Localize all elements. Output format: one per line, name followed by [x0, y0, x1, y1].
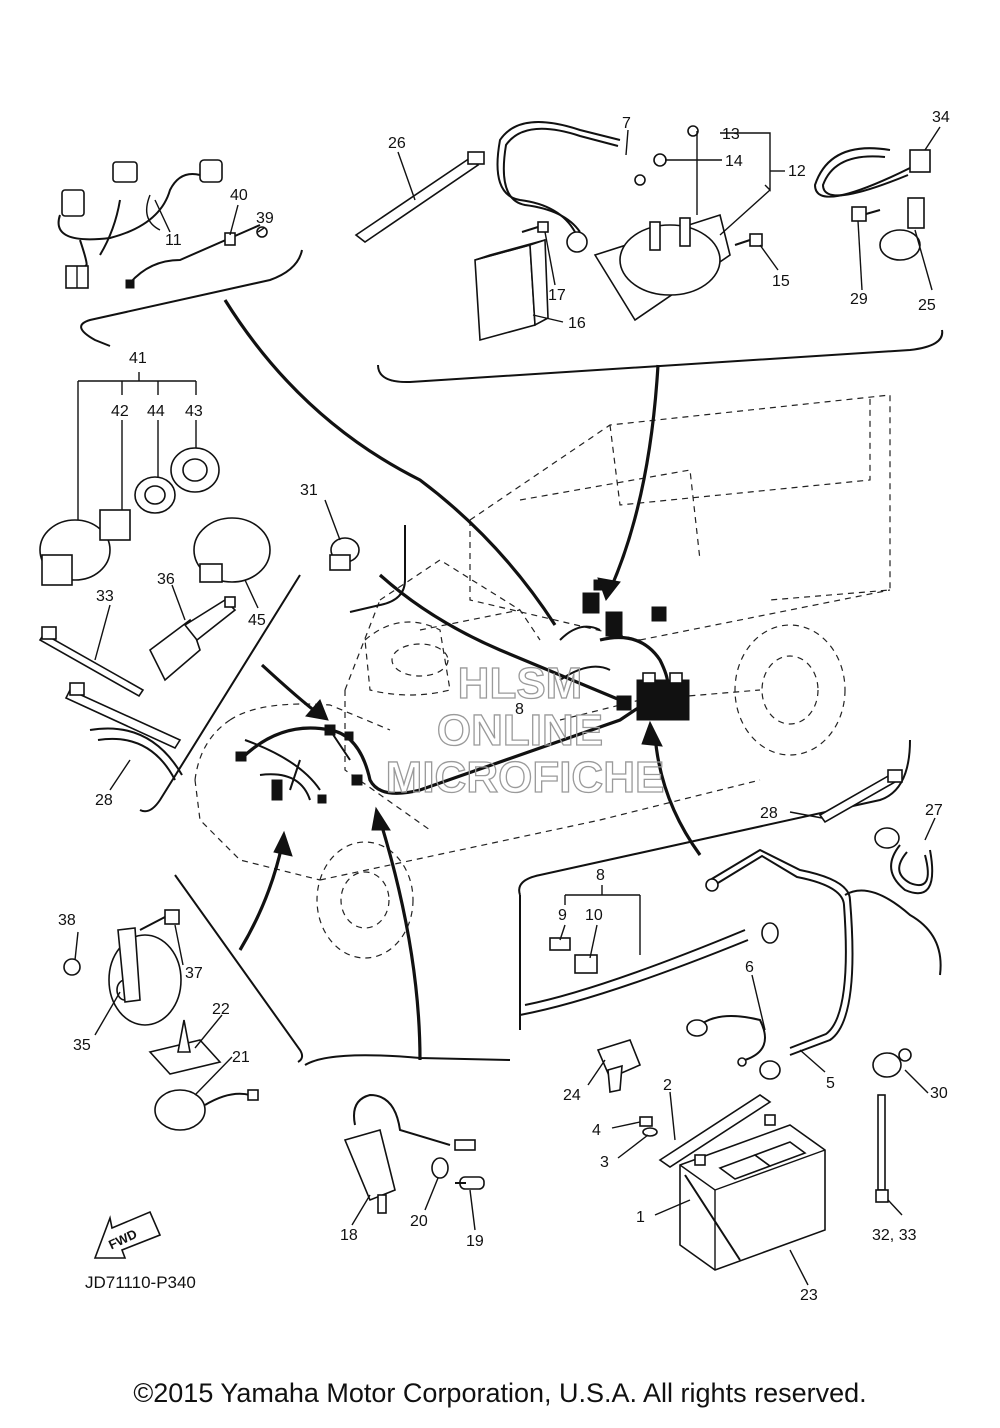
label-37: 37	[185, 965, 203, 982]
label-8-harness: 8	[515, 701, 524, 718]
starter-cable-7	[496, 121, 646, 253]
watermark-line2: ONLINE	[437, 706, 603, 755]
diagram-code: JD71110-P340	[85, 1273, 196, 1292]
switch-assembly-41	[39, 447, 220, 586]
callout-brackets	[80, 249, 944, 1066]
label-31: 31	[300, 482, 318, 499]
watermark-line1: HLSM	[458, 659, 583, 708]
label-32-33: 32, 33	[872, 1227, 917, 1244]
label-23: 23	[800, 1287, 818, 1304]
label-24: 24	[563, 1087, 581, 1104]
label-29: 29	[850, 291, 868, 308]
label-20: 20	[410, 1213, 428, 1230]
clamp-25	[851, 197, 925, 261]
label-34: 34	[932, 109, 950, 126]
cover-45	[193, 517, 271, 583]
label-12: 12	[788, 163, 806, 180]
band-28-right	[818, 769, 903, 824]
label-25: 25	[918, 297, 936, 314]
label-19: 19	[466, 1233, 484, 1250]
sensor-18	[343, 1093, 476, 1214]
label-8-cable: 8	[596, 867, 605, 884]
holder-24	[596, 1039, 642, 1093]
starter-relay-12	[593, 125, 731, 322]
copyright-footer: ©2015 Yamaha Motor Corporation, U.S.A. A…	[133, 1378, 867, 1408]
label-16: 16	[568, 315, 586, 332]
label-38: 38	[58, 912, 76, 929]
clamp-30	[872, 1048, 912, 1078]
label-28-right: 28	[760, 805, 778, 822]
cable-tie-32	[875, 1094, 889, 1203]
label-42: 42	[111, 403, 129, 420]
label-27: 27	[925, 802, 943, 819]
band-27	[874, 827, 934, 895]
label-15: 15	[772, 273, 790, 290]
label-5: 5	[826, 1075, 835, 1092]
label-9: 9	[558, 907, 567, 924]
label-11: 11	[165, 232, 182, 249]
label-18: 18	[340, 1227, 358, 1244]
label-33: 33	[96, 588, 114, 605]
label-36: 36	[157, 571, 175, 588]
label-40: 40	[230, 187, 248, 204]
label-26: 26	[388, 135, 406, 152]
watermark: HLSM ONLINE MICROFICHE	[385, 658, 665, 802]
vehicle-outline	[194, 394, 891, 959]
label-14: 14	[725, 153, 743, 170]
label-3: 3	[600, 1154, 609, 1171]
fwd-arrow-icon: FWD	[93, 1210, 162, 1259]
sensor-22	[148, 1019, 222, 1075]
nut-3-bolt-4	[639, 1116, 658, 1137]
lead-wire-39	[125, 224, 268, 289]
label-35: 35	[73, 1037, 91, 1054]
cable-tie-26	[354, 151, 485, 243]
battery-leads-5-6	[686, 1015, 781, 1080]
cable-tie-33	[38, 626, 145, 698]
label-28-left: 28	[95, 792, 113, 809]
sub-wire-harness-11	[57, 159, 223, 289]
battery-cables-8	[519, 848, 942, 1056]
label-41: 41	[129, 350, 147, 367]
label-2: 2	[663, 1077, 672, 1094]
label-30: 30	[930, 1085, 948, 1102]
label-43: 43	[185, 403, 203, 420]
label-1: 1	[636, 1209, 645, 1226]
label-13: 13	[722, 126, 740, 143]
band-28-left	[64, 682, 183, 781]
label-22: 22	[212, 1001, 230, 1018]
bolt-19-washer-20	[431, 1157, 485, 1190]
clip-31	[329, 537, 360, 571]
wire-harness	[235, 579, 690, 804]
switch-36	[148, 596, 237, 682]
leader-lines	[74, 126, 941, 1286]
label-7: 7	[622, 115, 631, 132]
label-21: 21	[232, 1049, 250, 1066]
label-39: 39	[256, 210, 274, 227]
module-16	[474, 238, 549, 342]
horn-35	[63, 909, 182, 1026]
battery-23	[658, 1094, 826, 1271]
cable-tie-34	[813, 147, 931, 198]
label-4: 4	[592, 1122, 601, 1139]
label-45: 45	[248, 612, 266, 629]
label-6: 6	[745, 959, 754, 976]
label-17: 17	[548, 287, 566, 304]
sensor-21	[154, 1089, 259, 1131]
label-10: 10	[585, 907, 603, 924]
label-44: 44	[147, 403, 165, 420]
bolts-15-17	[521, 221, 763, 247]
watermark-line3: MICROFICHE	[386, 753, 665, 802]
part-number-labels: 11 40 39 26 7 13 14 12 15 17 16 34 29 25…	[58, 109, 950, 1304]
